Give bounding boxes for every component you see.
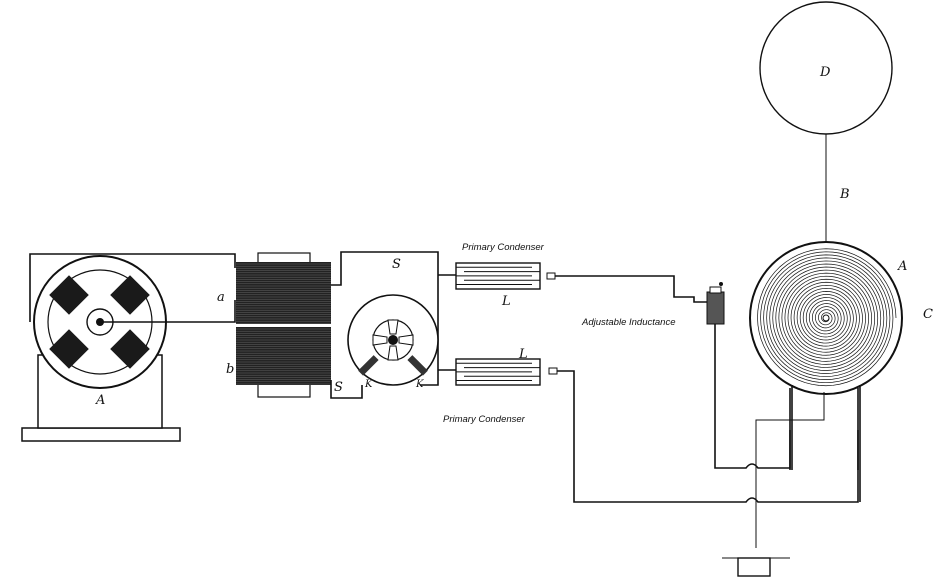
alternator-generator: A — [21, 255, 181, 442]
spiral-center — [822, 314, 830, 322]
generator-label: A — [95, 393, 105, 408]
coil-support-body — [789, 388, 859, 470]
adjustable-inductance: Adjustable Inductance — [581, 282, 725, 328]
mast-b-label: B — [839, 187, 850, 202]
rotary-spark-gap: S S K K — [334, 257, 439, 395]
generator-lead-bottom — [100, 300, 236, 323]
condenser-top-caption: Primary Condenser — [462, 242, 545, 253]
inductance-to-primary-lead — [714, 324, 791, 469]
condenser-top-l-label: L — [501, 294, 511, 309]
secondary-lead-top — [331, 251, 439, 386]
ground-connection — [722, 557, 790, 577]
inner-return-wire — [755, 392, 825, 548]
flat-spiral-a — [757, 248, 897, 387]
coil-b-label: b — [226, 362, 234, 377]
ground-plate — [737, 557, 771, 577]
secondary-lead-bottom — [330, 380, 363, 399]
condenser-top-terminal — [546, 272, 556, 280]
brush-holder-right — [407, 355, 428, 376]
bottom-condenser-to-ground — [557, 370, 859, 503]
step-up-transformer: a b — [217, 252, 331, 398]
primary-condenser-top: Primary Condenser L — [455, 242, 556, 309]
inductance-knob — [719, 282, 723, 286]
spark-gap-label-bottom: S — [334, 380, 343, 395]
primary-coil-a — [236, 262, 331, 324]
spiral-a-label: A — [897, 259, 907, 274]
secondary-spiral-coil: A C — [749, 241, 933, 548]
elevated-terminal: D — [759, 1, 893, 135]
condenser-bottom-caption: Primary Condenser — [443, 414, 526, 425]
top-condenser-to-inductance — [555, 275, 707, 303]
coil-a-label: a — [217, 290, 225, 305]
spiral-c-label: C — [923, 307, 933, 322]
condenser-bottom-terminal — [548, 367, 558, 375]
brush-holder-left — [358, 355, 379, 376]
brush-k-left-label: K — [364, 379, 373, 390]
inductance-body — [706, 291, 725, 325]
brush-k-right-label: K — [415, 379, 424, 390]
generator-lead-top — [29, 253, 236, 322]
transformer-core-bottom — [257, 382, 311, 398]
secondary-coil-b — [236, 327, 331, 385]
inductance-cap — [709, 286, 722, 294]
spark-gap-blades — [372, 319, 414, 361]
condenser-bottom-l-label: L — [518, 347, 528, 362]
generator-base-plate — [21, 427, 181, 442]
primary-condenser-bottom: Primary Condenser L — [443, 347, 558, 425]
terminal-d-label: D — [819, 65, 831, 80]
adjustable-inductance-caption: Adjustable Inductance — [581, 317, 675, 328]
spark-gap-hub — [388, 335, 398, 345]
spark-gap-label-top: S — [392, 257, 401, 272]
